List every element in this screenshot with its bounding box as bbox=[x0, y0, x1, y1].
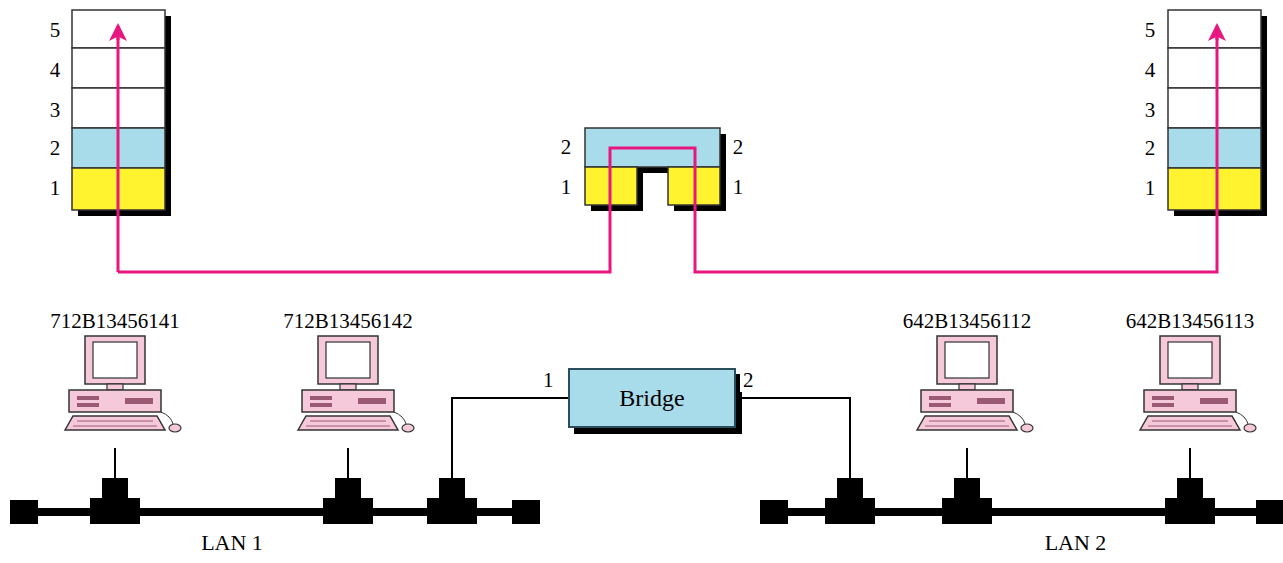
layer-number: 5 bbox=[1145, 18, 1156, 42]
mac-address: 712B13456142 bbox=[279, 308, 417, 334]
bridge-layer-stack bbox=[585, 128, 726, 211]
bridge-box: Bridge bbox=[568, 368, 736, 428]
frame-path bbox=[118, 26, 1217, 272]
icon-space bbox=[899, 334, 1036, 448]
computer-icon bbox=[1140, 336, 1256, 432]
mac-address: 712B13456141 bbox=[46, 308, 184, 334]
network-cable bbox=[966, 448, 968, 508]
layer-number: 1 bbox=[50, 176, 61, 200]
arrowhead bbox=[1216, 26, 1219, 40]
icon-space bbox=[279, 334, 417, 448]
computer-station: 642B13456112 bbox=[899, 308, 1036, 448]
computer-station: 712B13456141 bbox=[46, 308, 184, 448]
mac-address: 642B13456112 bbox=[899, 308, 1036, 334]
port-number: 2 bbox=[740, 368, 757, 392]
layer-stack-left bbox=[72, 10, 171, 216]
layer-number: 1 bbox=[733, 175, 744, 199]
bus-line bbox=[10, 508, 540, 516]
layer-number: 2 bbox=[50, 136, 61, 160]
bus-hardware bbox=[10, 478, 1283, 524]
network-cable bbox=[114, 448, 116, 508]
layer-number: 1 bbox=[1145, 176, 1156, 200]
bus-line bbox=[760, 508, 1283, 516]
layer-number: 1 bbox=[561, 175, 572, 199]
mac-address: 642B13456113 bbox=[1122, 308, 1259, 334]
layer-stack-right bbox=[1168, 10, 1267, 216]
icon-space bbox=[1122, 334, 1259, 448]
layer-number: 2 bbox=[561, 135, 572, 159]
computer-icon bbox=[65, 336, 181, 432]
lan-name: LAN 1 bbox=[0, 530, 497, 556]
layer-number: 3 bbox=[1145, 98, 1156, 122]
box-label: Bridge bbox=[611, 384, 692, 412]
network-cable bbox=[347, 448, 349, 508]
layer-number: 2 bbox=[1145, 136, 1156, 160]
network-cable bbox=[736, 398, 850, 508]
lan-name: LAN 2 bbox=[814, 530, 1283, 556]
layer-number: 2 bbox=[733, 135, 744, 159]
computer-icon bbox=[917, 336, 1033, 432]
network-cable bbox=[1189, 448, 1191, 508]
layer-number: 3 bbox=[50, 98, 61, 122]
lan-bus: LAN 2 bbox=[760, 508, 1283, 556]
arrowhead bbox=[117, 26, 120, 40]
network-cable bbox=[452, 398, 568, 508]
lan-bus: LAN 1 bbox=[10, 508, 540, 556]
computer-station: 712B13456142 bbox=[279, 308, 417, 448]
layer-number: 4 bbox=[1145, 58, 1156, 82]
layer-number: 5 bbox=[50, 18, 61, 42]
port-number: 1 bbox=[540, 368, 557, 392]
layer-number: 4 bbox=[50, 58, 61, 82]
icon-space bbox=[46, 334, 184, 448]
computer-station: 642B13456113 bbox=[1122, 308, 1259, 448]
computer-icon bbox=[298, 336, 414, 432]
